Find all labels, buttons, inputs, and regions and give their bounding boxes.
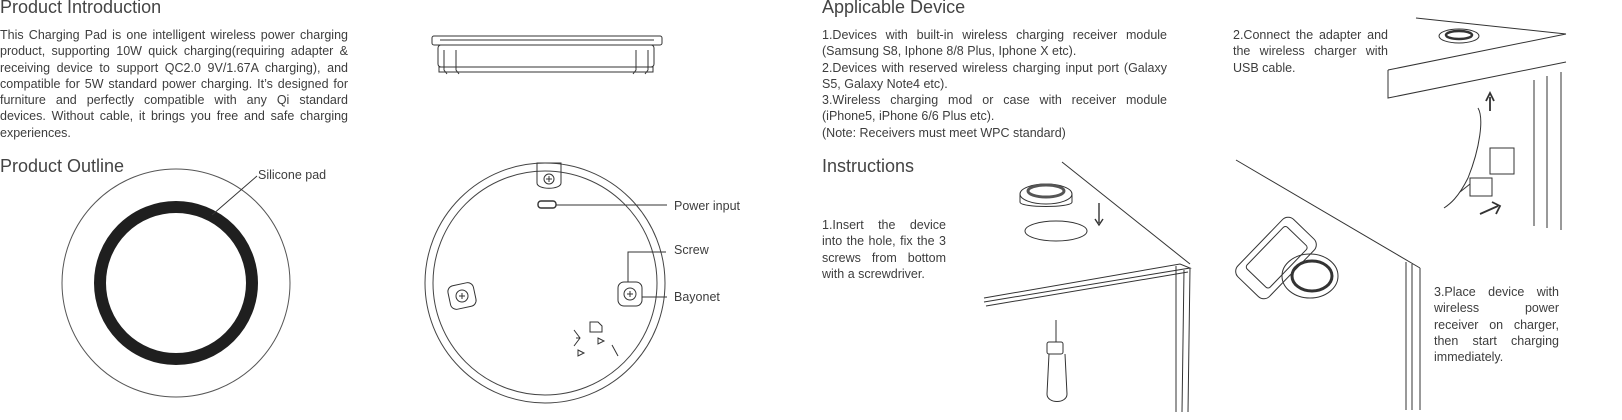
bayonet-label: Bayonet: [674, 290, 720, 304]
product-introduction-text: This Charging Pad is one intelligent wir…: [0, 27, 348, 141]
applicable-device-item-1: 1.Devices with built-in wireless chargin…: [822, 28, 1167, 59]
applicable-device-item-3: 3.Wireless charging mod or case with rec…: [822, 93, 1167, 124]
instruction-step-1-text: 1.Insert the device into the hole, fix t…: [822, 218, 946, 281]
applicable-device-title: Applicable Device: [822, 0, 966, 17]
instruction-step-3-text: 3.Place device with wireless power recei…: [1434, 285, 1559, 365]
applicable-device-list: 1.Devices with built-in wireless chargin…: [822, 27, 1167, 141]
phone-charging-diagram: [1235, 159, 1421, 410]
instruction-step-2: 2.Connect the adapter and the wireless c…: [1233, 27, 1388, 76]
product-outline-title: Product Outline: [0, 156, 125, 176]
instructions-title: Instructions: [822, 156, 915, 176]
instruction-step-3: 3.Place device with wireless power recei…: [1434, 284, 1559, 365]
product-introduction-title: Product Introduction: [0, 0, 162, 17]
applicable-device-item-2: 2.Devices with reserved wireless chargin…: [822, 60, 1167, 91]
screw-label: Screw: [674, 243, 709, 257]
install-diagram: [983, 161, 1192, 413]
applicable-device-note: (Note: Receivers must meet WPC standard): [822, 125, 1066, 140]
charging-pad-bottom-view: [424, 162, 667, 404]
charging-pad-side-view: [431, 35, 663, 75]
instruction-step-2-text: 2.Connect the adapter and the wireless c…: [1233, 28, 1388, 75]
charging-pad-top-view: [61, 168, 291, 398]
silicone-pad-label: Silicone pad: [258, 168, 327, 182]
power-input-label: Power input: [674, 199, 741, 213]
instruction-step-1: 1.Insert the device into the hole, fix t…: [822, 217, 946, 282]
product-introduction-paragraph: This Charging Pad is one intelligent wir…: [0, 28, 348, 140]
adapter-connection-diagram: [1387, 17, 1567, 230]
